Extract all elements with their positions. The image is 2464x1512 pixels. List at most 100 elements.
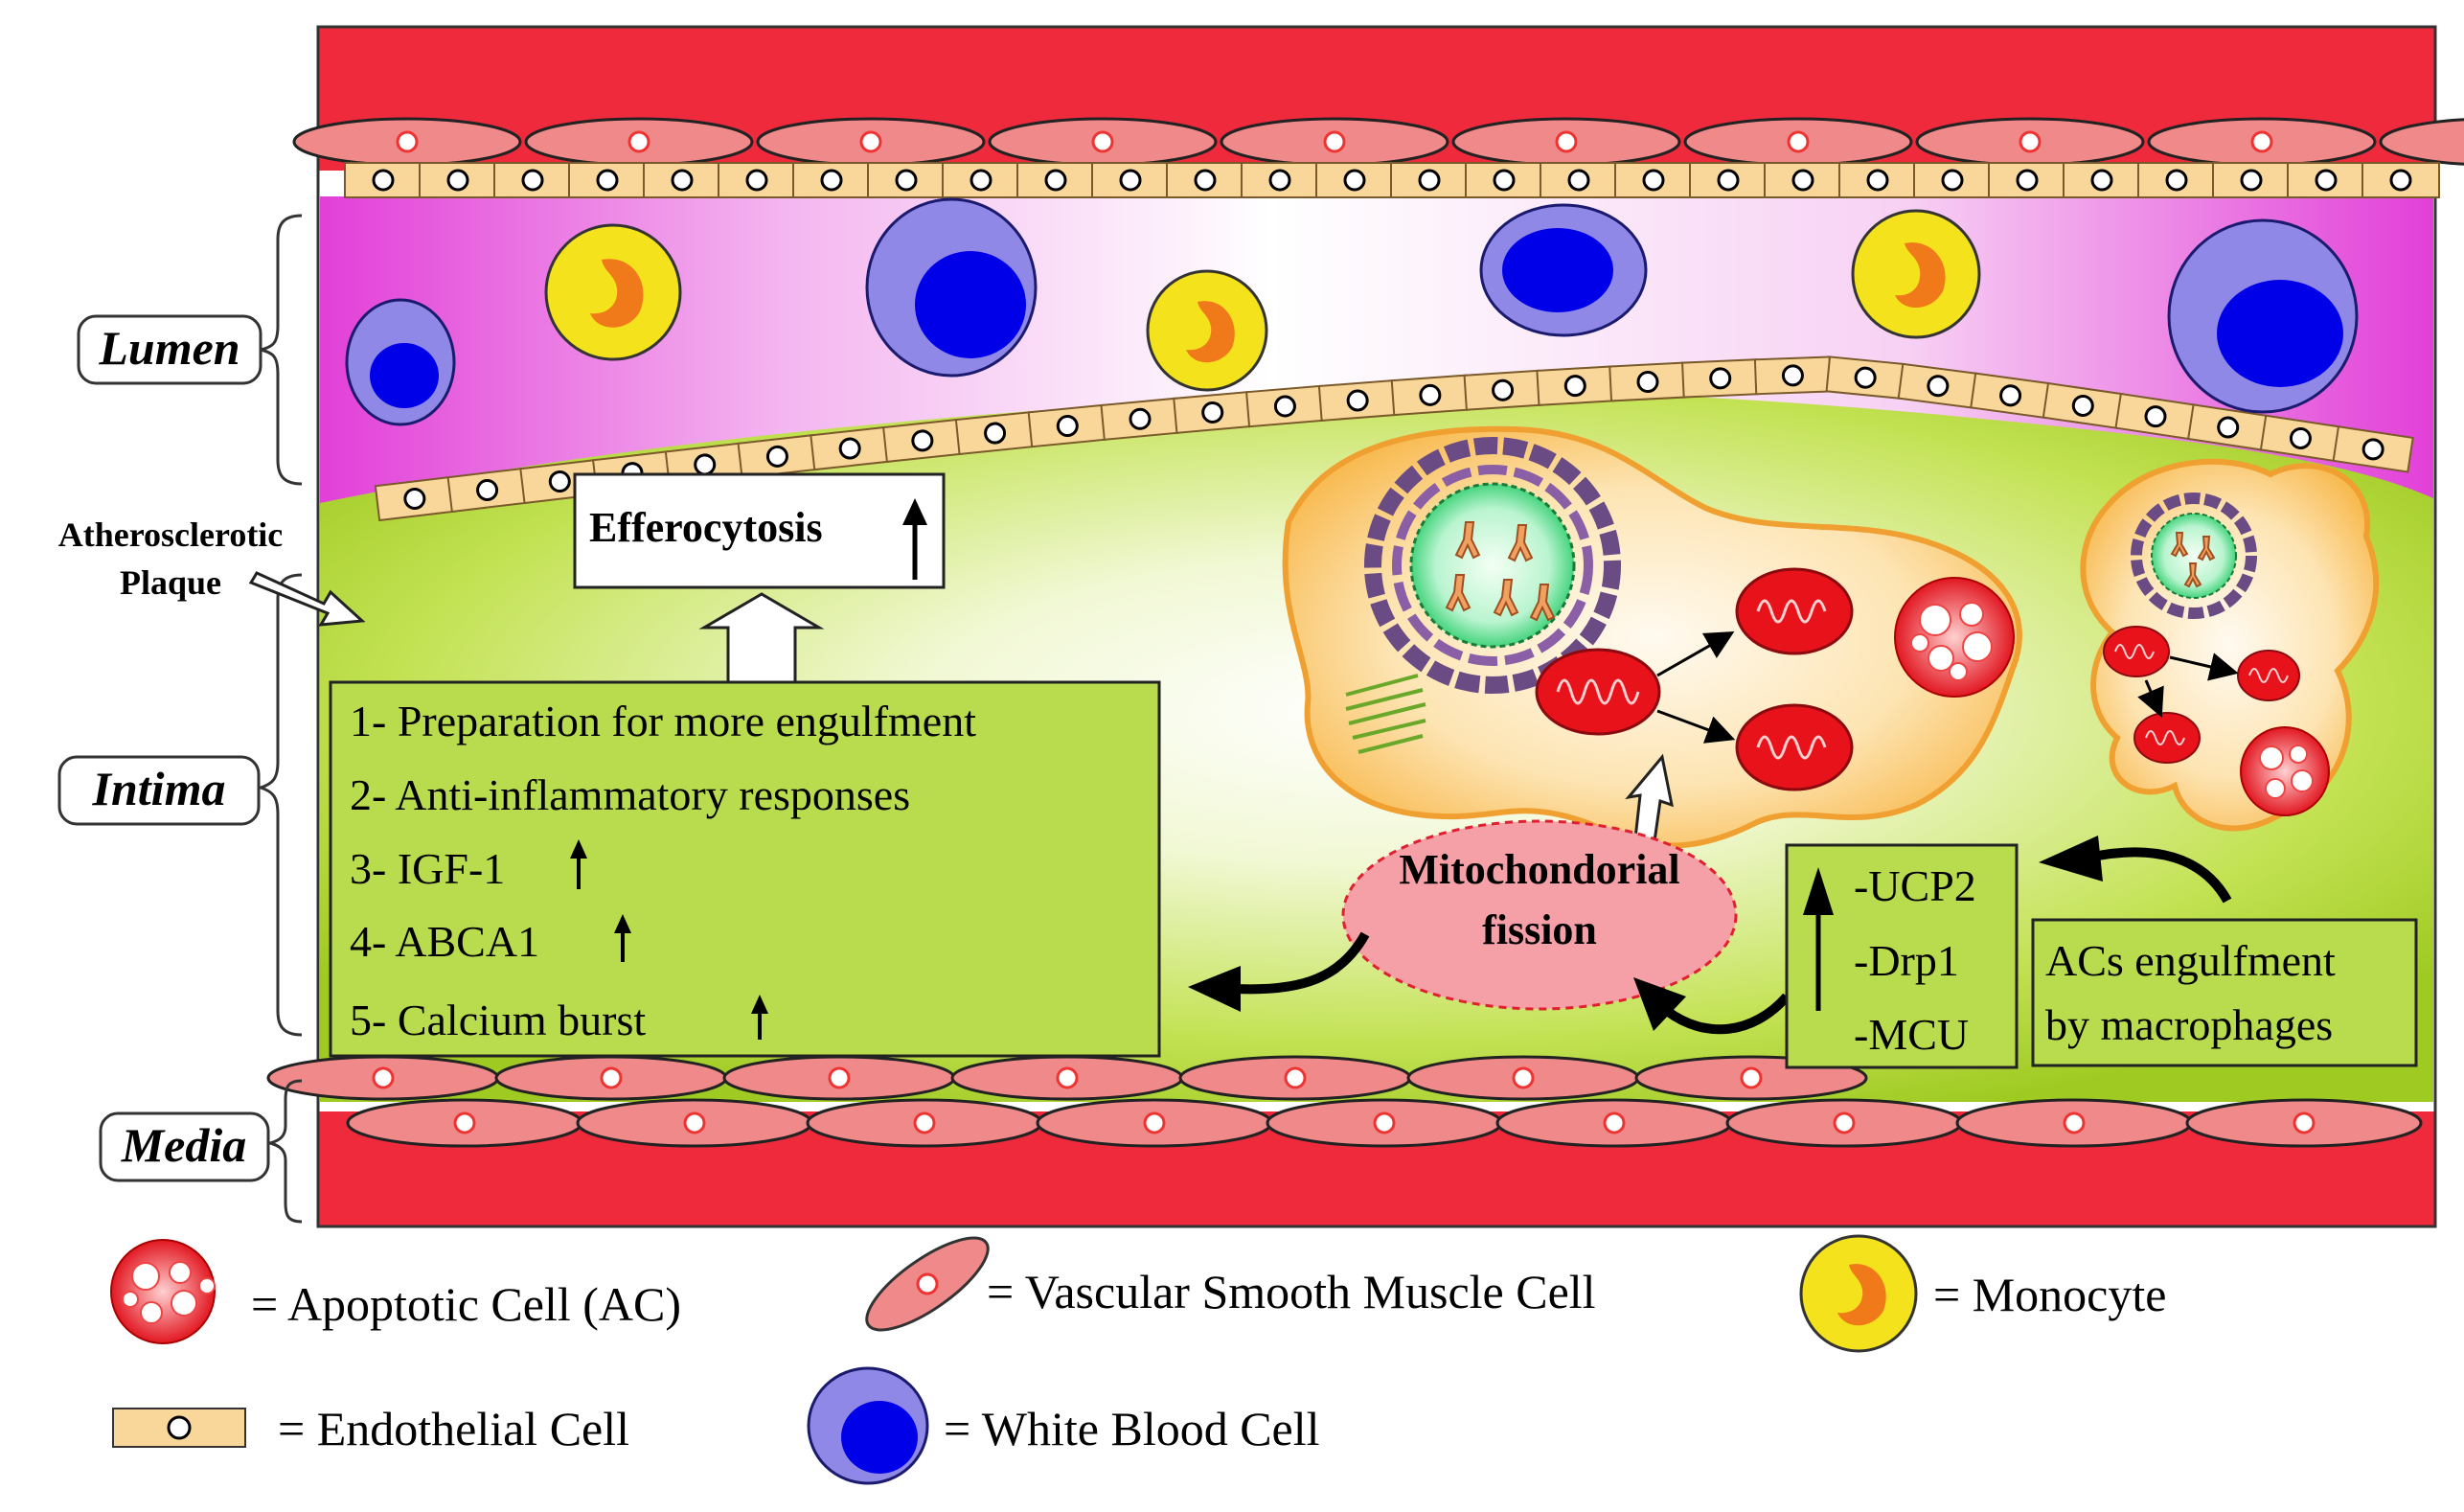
- endothelial-cell: [2287, 162, 2365, 198]
- endothelial-cell: [1245, 384, 1325, 428]
- chromosomes: [2170, 532, 2216, 588]
- vessel-outline: [316, 25, 2437, 1228]
- endothelial-cell: [792, 162, 871, 198]
- endothelial-cell: [2361, 162, 2440, 198]
- brace-intima: [255, 573, 303, 1037]
- legend-apoptotic-icon: [110, 1239, 216, 1344]
- effect-item: 3- IGF-1: [350, 844, 505, 893]
- vsmc-cell: [1495, 1098, 1733, 1148]
- curved-arrow-icon: [2087, 847, 2232, 904]
- endothelial-cell: [810, 425, 891, 471]
- protein-ucp2: -UCP2: [1854, 861, 1976, 910]
- mitochondrion: [2133, 712, 2201, 764]
- mitochondrion: [2237, 650, 2300, 701]
- vsmc-cell: [950, 1055, 1184, 1101]
- media-label: Media: [121, 1118, 247, 1172]
- open-arrow-icon: [248, 571, 366, 627]
- mitochondrion: [1735, 567, 1854, 655]
- endothelial-cell: [1988, 162, 2066, 198]
- vsmc-cell: [756, 117, 986, 167]
- fission-node: Mitochondorial fission: [1341, 819, 1738, 1011]
- vsmc-cell: [576, 1098, 813, 1148]
- vsmc-cell: [1451, 117, 1681, 167]
- legend-monocyte-label: = Monocyte: [1933, 1268, 2166, 1321]
- vsmc-cell: [806, 1098, 1043, 1148]
- endothelial-cell: [867, 162, 946, 198]
- vsmc-cell: [346, 1098, 583, 1148]
- vsmc-cell: [1178, 1055, 1412, 1101]
- protein-box: -UCP2 -Drp1 -MCU: [1785, 843, 2019, 1069]
- vsmc-cell: [2185, 1098, 2423, 1148]
- engulfment-line2: by macrophages: [2045, 1000, 2333, 1049]
- endothelial-cell: [2137, 162, 2216, 198]
- curved-arrow-icon: [1235, 931, 1370, 995]
- curved-arrow-icon: [2039, 836, 2103, 882]
- legend-wbc-label: = White Blood Cell: [944, 1402, 1320, 1455]
- nucleus: [1409, 482, 1576, 649]
- lumen-label-box: [77, 314, 262, 385]
- endothelial-cell: [1540, 162, 1618, 198]
- protein-drp1: -Drp1: [1854, 936, 1959, 985]
- plaque-label-line2: Plaque: [120, 563, 221, 602]
- open-arrow-icon: [698, 592, 825, 682]
- vsmc-rows-media: [266, 1055, 2423, 1148]
- endothelial-cell: [1027, 403, 1107, 448]
- golgi: [1345, 674, 1426, 754]
- endothelial-cell: [1825, 355, 1905, 400]
- endothelial-cell: [1317, 378, 1398, 422]
- effect-item: 4- ABCA1: [350, 917, 539, 966]
- arrow-icon: [2137, 679, 2164, 719]
- curved-arrow-icon: [1664, 993, 1791, 1035]
- macrophage: [1282, 425, 2022, 849]
- monocyte: [544, 223, 682, 361]
- legend-endothelial-icon: [112, 1408, 246, 1448]
- er-ring: [2131, 493, 2257, 619]
- effects-box: 1- Preparation for more engulfment 2- An…: [329, 680, 1161, 1058]
- endothelial-cell: [1614, 162, 1693, 198]
- legend-vsmc-label: = Vascular Smooth Muscle Cell: [987, 1265, 1596, 1318]
- protein-mcu: -MCU: [1854, 1010, 1969, 1059]
- endothelial-cell: [1173, 391, 1253, 434]
- white-blood-cell: [865, 197, 1038, 378]
- brace-media: [264, 1079, 303, 1224]
- open-arrow-icon: [1625, 753, 1674, 843]
- legend-apoptotic-label: = Apoptotic Cell (AC): [251, 1277, 681, 1331]
- endothelial-cell: [954, 411, 1036, 456]
- endothelial-cell: [1897, 362, 1979, 409]
- endothelial-cell: [1315, 162, 1394, 198]
- arrow-icon: [1656, 709, 1736, 744]
- endothelial-cell: [2259, 414, 2342, 463]
- media-label-box: [99, 1111, 270, 1182]
- endothelial-cell: [1166, 162, 1244, 198]
- endothelial-cell: [737, 434, 818, 479]
- efferocytosis-box: Efferocytosis: [573, 472, 946, 589]
- fission-label-line1: Mitochondorial: [1399, 846, 1679, 893]
- endothelial-cell: [1465, 162, 1543, 198]
- vsmc-cell: [1683, 117, 1913, 167]
- monocyte: [1851, 209, 1981, 339]
- fission-label-line2: fission: [1482, 906, 1597, 953]
- vsmc-cell: [1955, 1098, 2193, 1148]
- nucleus: [2151, 513, 2237, 599]
- apoptotic-cell: [2240, 726, 2330, 816]
- vsmc-cell: [494, 1055, 728, 1101]
- vsmc-cell: [1220, 117, 1449, 167]
- endothelial-cell: [882, 418, 963, 464]
- endothelial-cell: [493, 162, 572, 198]
- vsmc-cell: [2147, 117, 2377, 167]
- endothelial-cell: [1241, 162, 1319, 198]
- up-arrow-icon: [902, 498, 927, 580]
- white-blood-cell: [2167, 218, 2359, 414]
- endothelial-cell: [1608, 361, 1687, 402]
- effect-item: 2- Anti-inflammatory responses: [350, 770, 910, 819]
- endothelial-cell: [643, 162, 721, 198]
- up-arrow-icon: [751, 995, 768, 1040]
- legend-wbc-icon: [807, 1366, 929, 1485]
- apoptotic-cell: [1894, 577, 2015, 698]
- er-ring: [1364, 437, 1621, 694]
- arrow-icon: [1656, 631, 1735, 677]
- er-ring: [1392, 465, 1593, 666]
- intima-label: Intima: [92, 762, 226, 815]
- chromosomes: [1445, 521, 1556, 622]
